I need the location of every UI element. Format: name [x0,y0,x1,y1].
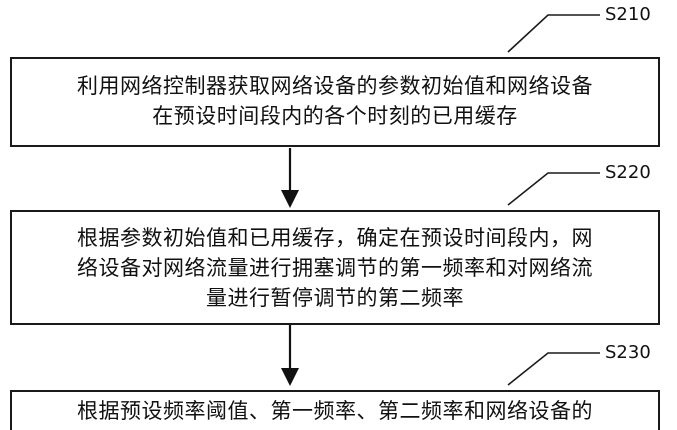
step-s230-line-1: 根据预设频率阈值、第一频率、第二频率和网络设备的 [77,399,593,423]
arrow-s220-to-s230 [281,325,299,386]
step-s220-line-3: 量进行暂停调节的第二频率 [206,286,464,310]
step-label-s230: S230 [605,342,651,363]
label-leader-s210 [507,14,600,53]
label-leader-s230 [507,352,600,386]
step-s210-line-1: 利用网络控制器获取网络设备的参数初始值和网络设备 [77,74,593,98]
step-box-s220: 根据参数初始值和已用缓存，确定在预设时间段内，网 络设备对网络流量进行拥塞调节的… [10,210,660,325]
step-s210-line-2: 在预设时间段内的各个时刻的已用缓存 [152,104,518,128]
step-box-s210: 利用网络控制器获取网络设备的参数初始值和网络设备 在预设时间段内的各个时刻的已用… [10,57,660,147]
step-label-s220: S220 [605,162,651,183]
step-s220-line-2: 络设备对网络流量进行拥塞调节的第一频率和对网络流 [77,256,593,280]
step-s220-line-1: 根据参数初始值和已用缓存，确定在预设时间段内，网 [77,226,593,250]
step-text-s210: 利用网络控制器获取网络设备的参数初始值和网络设备 在预设时间段内的各个时刻的已用… [12,71,658,131]
step-text-s220: 根据参数初始值和已用缓存，确定在预设时间段内，网 络设备对网络流量进行拥塞调节的… [12,223,658,313]
step-label-s210: S210 [605,4,651,25]
flowchart-connectors [281,14,600,386]
step-box-s230: 根据预设频率阈值、第一频率、第二频率和网络设备的 [10,390,660,430]
arrow-s210-to-s220 [281,148,299,208]
label-leader-s220 [507,172,600,206]
step-text-s230: 根据预设频率阈值、第一频率、第二频率和网络设备的 [12,396,658,426]
